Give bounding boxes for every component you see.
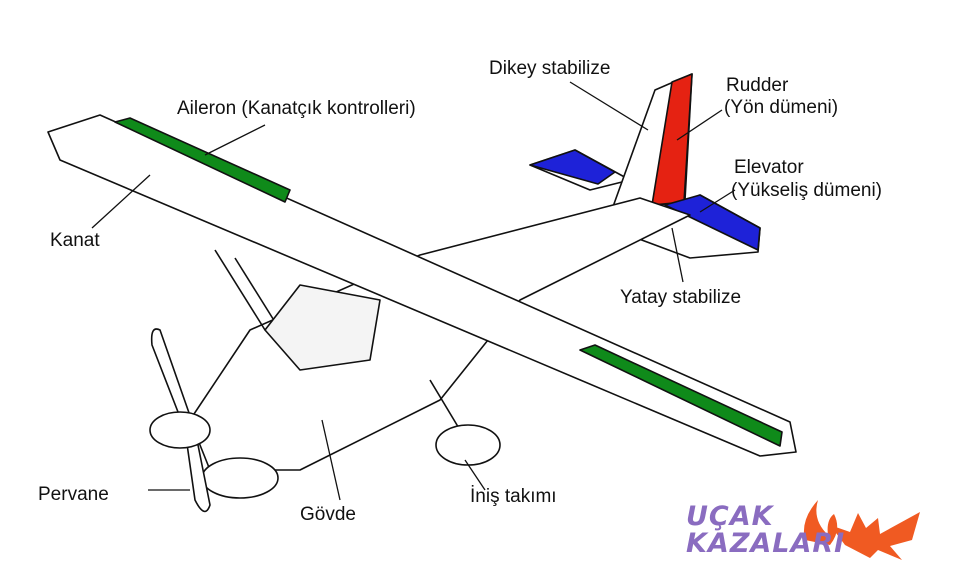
- logo-icon: [803, 500, 920, 560]
- cockpit: [264, 284, 381, 371]
- label-horizontal-stabilizer: Yatay stabilize: [620, 287, 742, 308]
- label-propeller: Pervane: [38, 484, 109, 505]
- label-elevator-tr: (Yükseliş dümeni): [731, 180, 882, 201]
- left-elevator: [529, 149, 616, 185]
- right-elevator: [664, 194, 761, 251]
- label-aileron: Aileron (Kanatçık kontrolleri): [177, 98, 416, 119]
- label-rudder: Rudder: [726, 75, 789, 96]
- left-aileron: [114, 117, 291, 203]
- right-wheel: [435, 424, 501, 466]
- wing: [47, 114, 797, 457]
- label-elevator: Elevator: [734, 157, 804, 178]
- logo-line2: KAZALARI: [686, 528, 846, 559]
- label-rudder-tr: (Yön dümeni): [724, 97, 839, 118]
- leader-lines: [91, 81, 736, 501]
- label-landing-gear: İniş takımı: [470, 486, 557, 507]
- label-vertical-stabilizer: Dikey stabilize: [489, 58, 611, 79]
- logo: UÇAK KAZALARI: [686, 503, 845, 557]
- label-fuselage: Gövde: [300, 504, 356, 525]
- logo-line1: UÇAK: [686, 501, 774, 532]
- nose-wheel: [201, 457, 279, 499]
- label-wing: Kanat: [50, 230, 100, 251]
- right-aileron: [579, 344, 783, 447]
- propeller: [150, 328, 211, 513]
